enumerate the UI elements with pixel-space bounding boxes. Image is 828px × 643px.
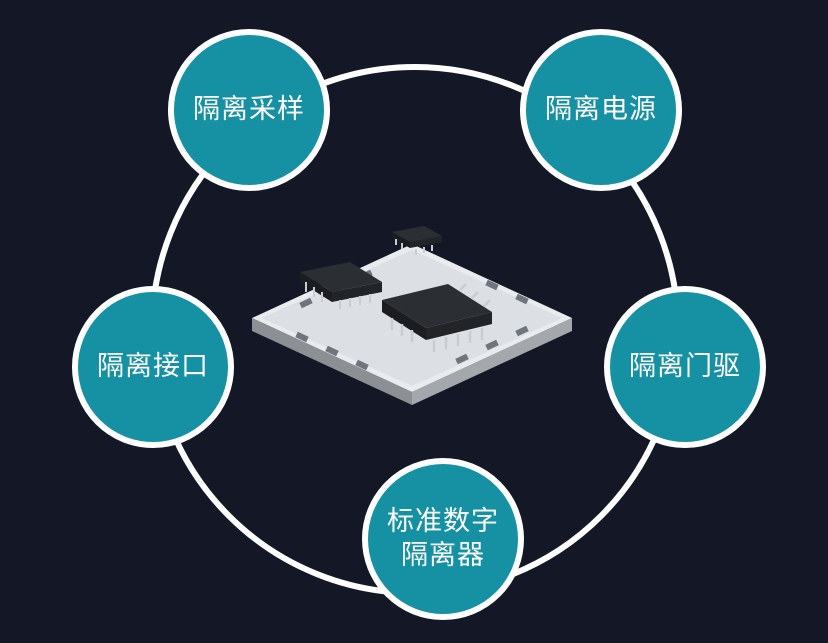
node-label: 隔离采样 bbox=[193, 94, 305, 126]
left-chip-icon bbox=[300, 262, 382, 309]
node-label: 隔离门驱 bbox=[629, 351, 741, 383]
node-label: 隔离电源 bbox=[545, 94, 657, 126]
node-isolated-power: 隔离电源 bbox=[520, 29, 682, 191]
node-label-line2: 隔离器 bbox=[401, 540, 485, 571]
node-label-line1: 标准数字 bbox=[387, 506, 499, 538]
node-isolated-interface: 隔离接口 bbox=[72, 286, 234, 448]
node-digital-isolator: 标准数字 隔离器 bbox=[362, 458, 524, 620]
node-isolated-sampling: 隔离采样 bbox=[168, 29, 330, 191]
center-chip-icon bbox=[382, 283, 492, 352]
node-label: 隔离接口 bbox=[97, 351, 209, 383]
floating-chip-icon bbox=[392, 226, 442, 255]
node-isolated-gate-driver: 隔离门驱 bbox=[604, 286, 766, 448]
chip-module-illustration bbox=[252, 226, 572, 405]
